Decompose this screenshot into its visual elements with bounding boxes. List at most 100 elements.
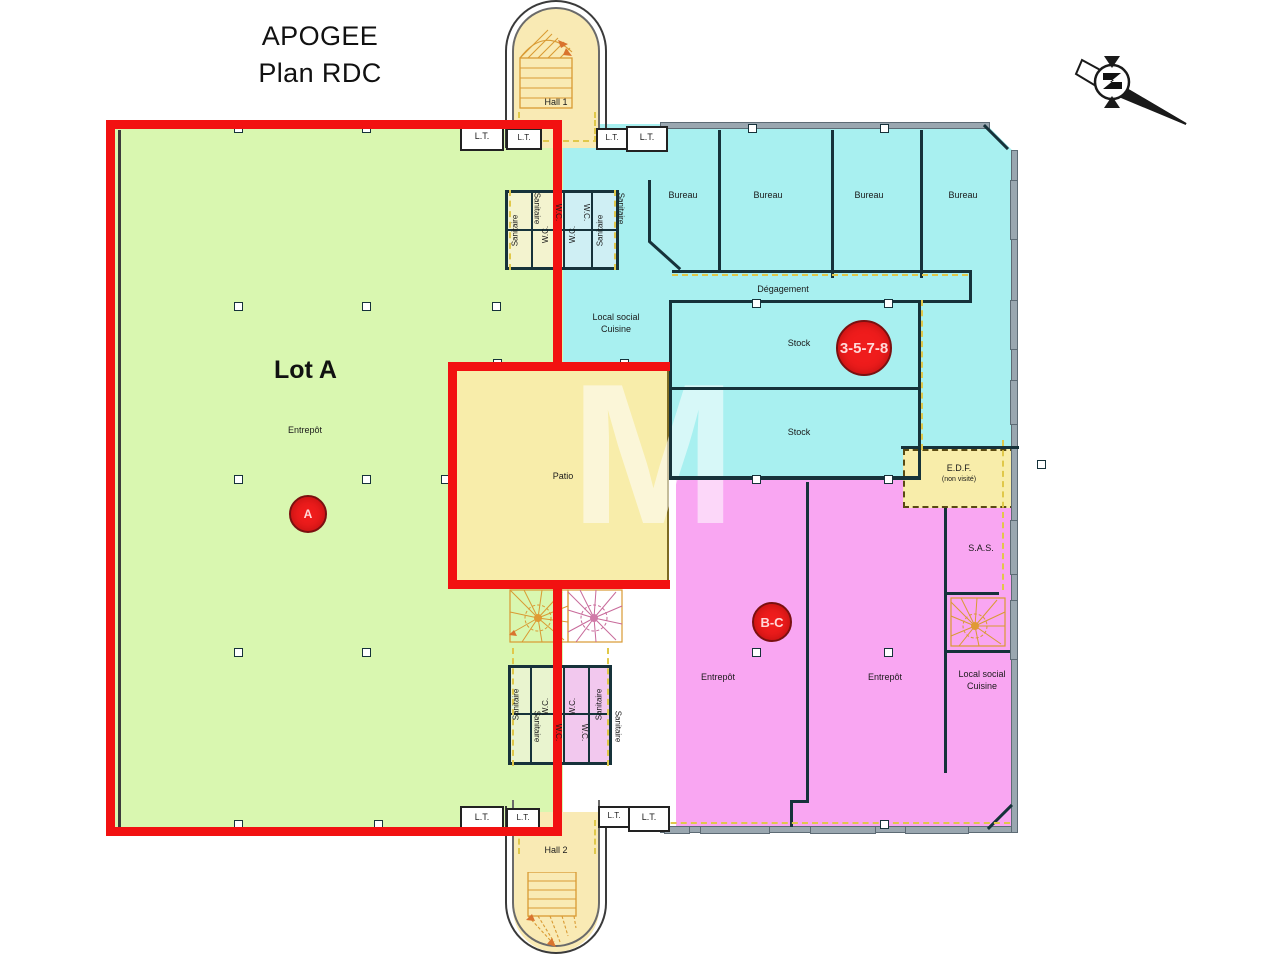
label-lt-3: L.T.: [605, 133, 619, 142]
label-lt-5: L.T.: [474, 812, 490, 822]
column-marker: [880, 124, 889, 133]
label-wc-u4: W.C.: [582, 203, 592, 222]
fire-line-right-1: [1002, 440, 1004, 590]
column-marker: [880, 820, 889, 829]
label-wc-l3: W.C.: [568, 697, 578, 716]
fire-line-san-l-r: [607, 648, 609, 766]
fire-line-stock-east: [921, 300, 923, 450]
wall-bureau-partition-3: [920, 130, 923, 278]
lot-a-boundary-patio-left: [448, 362, 457, 588]
label-wc-l1: W.C.: [541, 697, 551, 716]
room-lt-2: [506, 128, 542, 150]
column-marker: [752, 475, 761, 484]
label-patio: Patio: [552, 471, 574, 481]
fire-line-hall1-r: [594, 112, 596, 142]
label-lt-7: L.T.: [607, 811, 621, 820]
fire-line-degagement: [672, 274, 968, 276]
wall-stock-west: [669, 303, 672, 479]
wall-stock-divider: [672, 387, 920, 390]
column-marker: [884, 648, 893, 657]
wall-sas-west: [944, 508, 947, 656]
hall-1-outer-shell: [505, 0, 607, 148]
column-marker: [1037, 460, 1046, 469]
label-hall-1: Hall 1: [544, 97, 568, 107]
wall-san-u-bottom: [505, 267, 619, 270]
wall-bureau-partition-2: [831, 130, 834, 278]
wall-degagement-east: [969, 270, 972, 302]
wall-bureau-partition-1: [718, 130, 721, 272]
lot-a-title: Lot A: [274, 356, 337, 384]
wall-san-u-top: [505, 190, 619, 193]
window-strip: [1010, 300, 1018, 350]
label-sas: S.A.S.: [968, 543, 994, 553]
window-strip: [1010, 600, 1018, 660]
column-marker: [884, 475, 893, 484]
hall-2-outer-shell: [505, 806, 607, 954]
wall-degagement-south: [669, 300, 972, 303]
label-sanitaire-l4: Sanitaire: [613, 710, 623, 743]
title-line-1: APOGEE: [261, 21, 379, 51]
column-marker: [884, 299, 893, 308]
lot-a-boundary-right-upper: [553, 120, 562, 368]
lot-a-boundary-top: [106, 120, 557, 129]
wall-san-u-mid-h: [508, 229, 616, 231]
fire-line-san-u-l: [509, 190, 511, 270]
label-wc-l2: W.C.: [554, 723, 564, 742]
label-hall-2: Hall 2: [544, 845, 568, 855]
label-stock-1: Stock: [787, 338, 811, 348]
hall-2-inner-shell: [512, 800, 600, 947]
wall-local-social-lower-west: [944, 653, 947, 773]
wall-san-u-v4: [591, 193, 593, 267]
label-sanitaire-u1: Sanitaire: [510, 214, 520, 247]
label-wc-u3: W.C.: [568, 225, 578, 244]
wall-entrepot-bc-step: [790, 800, 809, 803]
label-wc-u2: W.C.: [554, 203, 564, 222]
wall-entrepot-bc-step2: [790, 800, 793, 827]
wall-san-l-right: [609, 665, 612, 765]
window-strip: [700, 826, 770, 834]
label-bureau-4: Bureau: [948, 190, 978, 200]
zone-sanitaires-lower-right: [563, 665, 612, 765]
wall-local-social-west: [648, 180, 651, 242]
label-sanitaire-l3: Sanitaire: [594, 688, 604, 721]
fire-line-bottom: [610, 822, 1010, 824]
stair-spiral-lot-bc: [566, 588, 624, 644]
wall-san-l-left: [508, 665, 511, 765]
label-wc-l4: W.C.: [580, 723, 590, 742]
zone-local-social-lower: [946, 653, 1018, 774]
window-strip: [1010, 520, 1018, 575]
column-marker: [492, 302, 501, 311]
badge-lots-3578[interactable]: 3-5-7-8: [836, 320, 892, 376]
lot-a-boundary-right-lower: [553, 580, 562, 836]
badge-lot-a[interactable]: A: [289, 495, 327, 533]
column-marker: [234, 302, 243, 311]
wall-san-l-v3: [563, 668, 565, 762]
wall-lot-a-left: [118, 130, 121, 828]
hall-1-inner-shell: [512, 7, 600, 148]
page-title: APOGEE Plan RDC: [190, 18, 450, 92]
wall-degagement-north: [672, 270, 972, 273]
wall-san-u-v1: [531, 193, 533, 267]
label-lt-4: L.T.: [639, 132, 655, 142]
title-line-2: Plan RDC: [258, 58, 382, 88]
label-stock-2: Stock: [787, 427, 811, 437]
label-local-social2-line-1: Local social: [958, 669, 1006, 679]
badge-lot-bc[interactable]: B-C: [752, 602, 792, 642]
label-lt-2: L.T.: [517, 133, 531, 142]
label-lt-6: L.T.: [516, 813, 530, 822]
fire-line-san-u-r: [614, 190, 616, 270]
label-edf-line-1: E.D.F.: [946, 463, 972, 473]
label-entrepot-b: Entrepôt: [700, 672, 736, 682]
lot-a-boundary-bottom: [106, 827, 557, 836]
column-marker: [362, 302, 371, 311]
label-sanitaire-l1: Sanitaire: [511, 688, 521, 721]
wall-exterior-top-right: [660, 122, 990, 129]
zone-local-social-upper: [563, 270, 669, 366]
label-sanitaire-l2: Sanitaire: [532, 710, 542, 743]
fire-line-hall2-r: [594, 820, 596, 854]
column-marker: [748, 124, 757, 133]
column-marker: [362, 475, 371, 484]
window-strip: [905, 826, 969, 834]
label-bureau-2: Bureau: [753, 190, 783, 200]
